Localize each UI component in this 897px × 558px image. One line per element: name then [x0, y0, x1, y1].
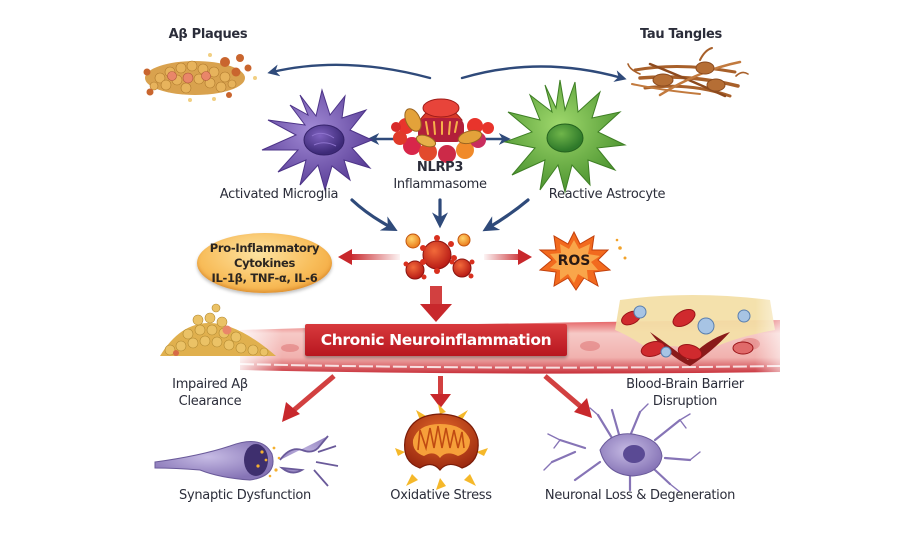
label-oxidative: Oxidative Stress	[390, 488, 492, 503]
label-nlrp3: NLRP3	[416, 160, 464, 175]
mitochondrion-icon	[395, 404, 488, 490]
red-arrow-to-ros	[484, 249, 532, 265]
arrow-nlrp3-to-tau	[460, 65, 627, 82]
label-microglia: Activated Microglia	[219, 187, 339, 202]
label-neuronal-loss: Neuronal Loss & Degeneration	[544, 488, 736, 503]
label-impaired-clearance-2: Clearance	[178, 394, 242, 409]
microglia-icon	[261, 88, 374, 192]
abeta-pile-icon	[160, 303, 276, 357]
label-astrocyte: Reactive Astrocyte	[548, 187, 666, 202]
label-bbb-2: Disruption	[652, 394, 718, 409]
arrow-nlrp3-to-plaques	[267, 63, 432, 80]
ros-burst-icon	[538, 230, 627, 291]
abeta-plaques-icon	[143, 53, 257, 102]
cytokines-line2: Cytokines	[233, 255, 296, 270]
synapse-icon	[154, 435, 339, 487]
astrocyte-icon	[503, 79, 627, 194]
arrow-chronic-to-synaptic	[282, 374, 336, 422]
arrow-chronic-to-neuronal	[543, 374, 592, 418]
arrow-astrocyte-to-burst	[482, 198, 530, 232]
label-impaired-clearance-1: Impaired Aβ	[172, 377, 248, 392]
cytokines-line1: Pro-Inflammatory	[209, 240, 320, 255]
cytokine-burst-icon	[338, 233, 532, 280]
label-ros: ROS	[557, 253, 591, 269]
label-inflammasome: Inflammasome	[393, 177, 487, 192]
cytokines-line3: IL-1β, TNF-α, IL-6	[211, 270, 318, 285]
arrows-red-bottom	[282, 374, 592, 422]
arrow-chronic-to-oxidative	[430, 376, 451, 408]
nlrp3-inflammasome-icon	[391, 98, 494, 163]
label-abeta-plaques: Aβ Plaques	[168, 27, 248, 42]
arrows-blue	[267, 63, 627, 232]
label-tau-tangles: Tau Tangles	[640, 27, 722, 42]
tau-tangles-icon	[627, 47, 749, 98]
red-arrow-to-cytokines	[338, 249, 400, 265]
label-bbb-1: Blood-Brain Barrier	[626, 377, 744, 392]
arrow-microglia-to-burst	[350, 198, 398, 232]
neuron-icon	[543, 403, 701, 493]
cytokines-box: Pro-Inflammatory Cytokines IL-1β, TNF-α,…	[197, 233, 332, 293]
label-synaptic: Synaptic Dysfunction	[179, 488, 311, 503]
chronic-neuroinflammation-banner: Chronic Neuroinflammation	[305, 324, 567, 356]
arrow-burst-to-chronic	[420, 286, 452, 322]
